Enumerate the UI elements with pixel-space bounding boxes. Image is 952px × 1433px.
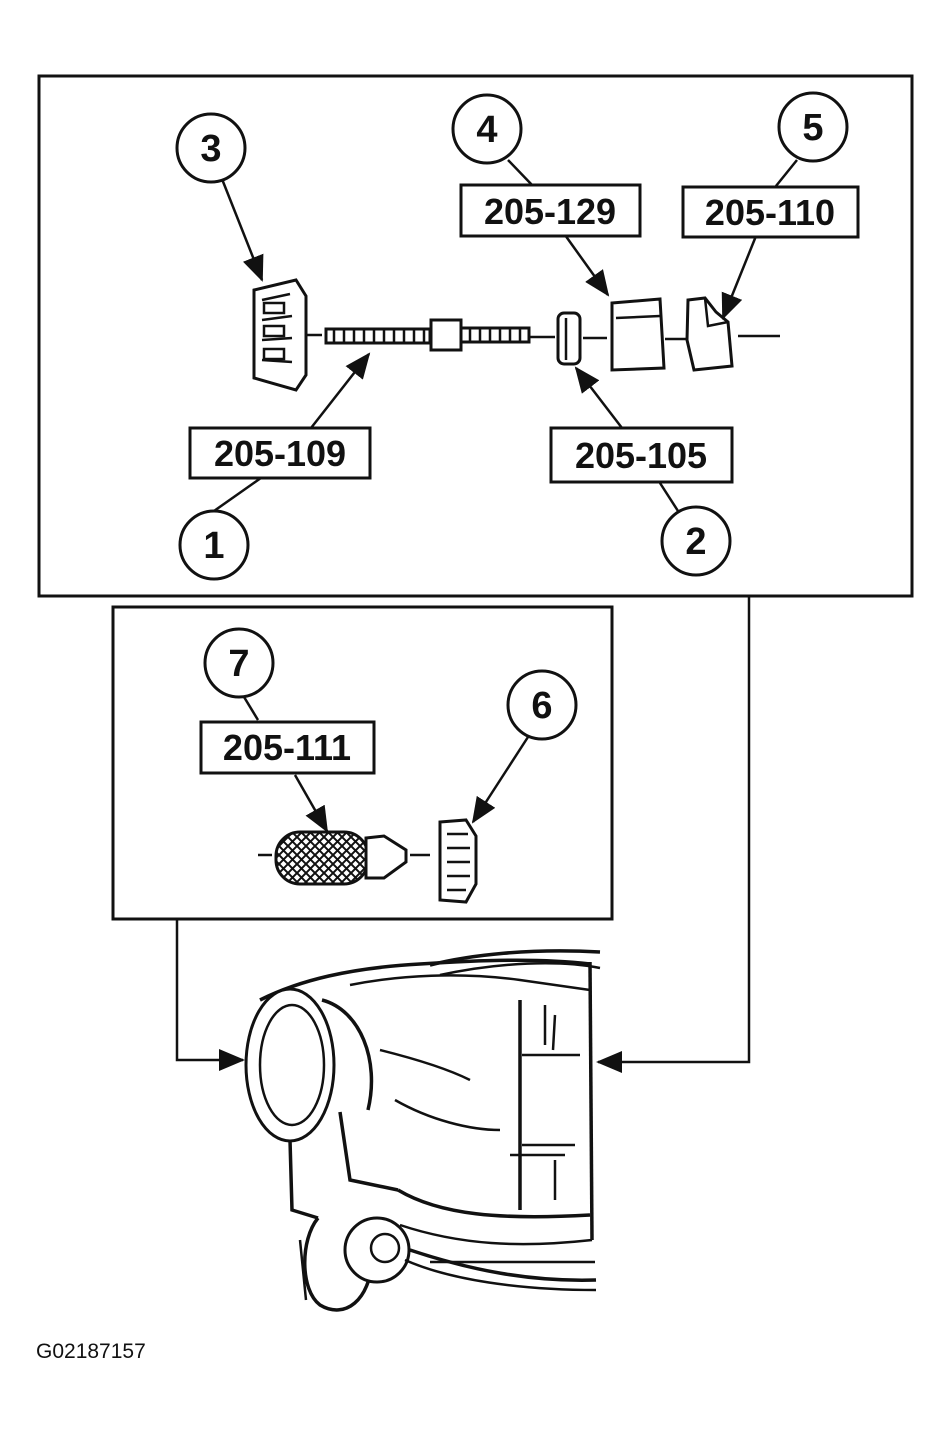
upper-panel-frame bbox=[37, 74, 914, 598]
tool-205-109-box bbox=[188, 426, 372, 480]
axle-housing-illustration bbox=[244, 949, 601, 1312]
callout-4-circle bbox=[451, 93, 523, 165]
bearing-cone-part bbox=[252, 278, 308, 392]
callout-4-label: 4 bbox=[476, 109, 497, 151]
tool-205-109-label: 205-109 bbox=[214, 433, 346, 474]
tool-205-129-box bbox=[459, 183, 642, 238]
callout-6-circle bbox=[506, 669, 578, 741]
callout-3-circle bbox=[175, 112, 247, 184]
adapter-part bbox=[685, 296, 734, 372]
tool-205-110-box bbox=[681, 185, 860, 239]
callout-7-label: 7 bbox=[228, 643, 249, 685]
callout-2-label: 2 bbox=[685, 521, 706, 563]
knurled-installer-part bbox=[274, 830, 408, 886]
lower-bearing-cone-part bbox=[438, 818, 478, 904]
callout-2-circle bbox=[660, 505, 732, 577]
callout-1-circle bbox=[178, 509, 250, 581]
tool-205-111-label: 205-111 bbox=[223, 727, 351, 768]
callout-3-label: 3 bbox=[200, 128, 221, 170]
lower-panel-frame bbox=[111, 605, 614, 921]
tool-205-105-label: 205-105 bbox=[575, 435, 707, 476]
ring-spacer-part bbox=[556, 311, 582, 366]
lower-panel-connector bbox=[175, 920, 245, 1071]
tool-205-111-box bbox=[199, 720, 376, 775]
tool-205-110-label: 205-110 bbox=[705, 192, 835, 233]
figure-id: G02187157 bbox=[36, 1340, 146, 1363]
cup-installer-part bbox=[610, 297, 666, 372]
callout-7-circle bbox=[203, 627, 275, 699]
callout-6-label: 6 bbox=[531, 685, 552, 727]
callout-5-circle bbox=[777, 91, 849, 163]
forcing-screw-part bbox=[324, 318, 531, 352]
upper-panel-connector bbox=[596, 597, 751, 1073]
callout-5-label: 5 bbox=[802, 107, 823, 149]
tool-205-129-label: 205-129 bbox=[484, 191, 616, 232]
callout-1-label: 1 bbox=[203, 525, 224, 567]
tool-205-105-box bbox=[549, 426, 734, 484]
